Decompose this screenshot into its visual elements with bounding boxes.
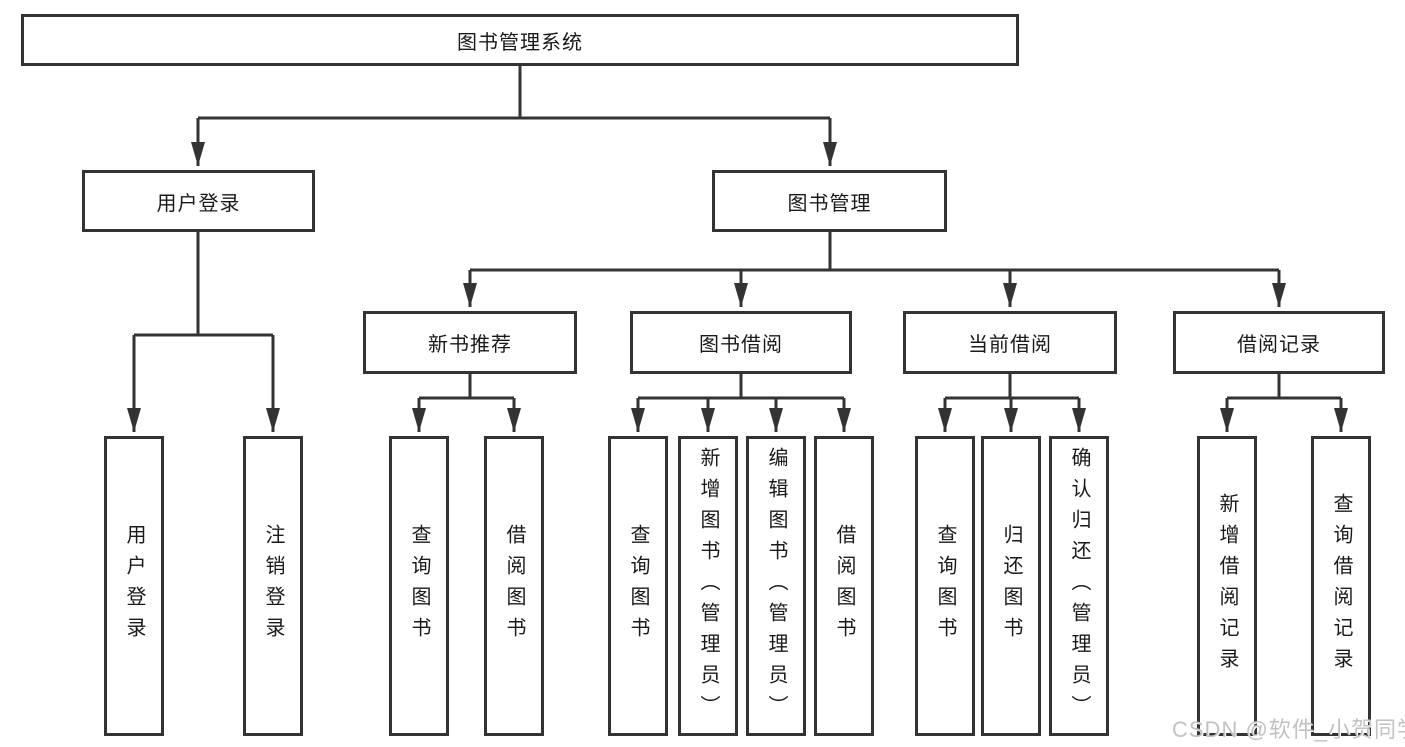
leaf-user-login: 用户登录 (104, 436, 164, 736)
node-label: 查询图书 (627, 524, 649, 648)
leaf-return-books: 归还图书 (981, 436, 1041, 736)
node-borrowing-records: 借阅记录 (1173, 311, 1385, 374)
node-library-management-system: 图书管理系统 (21, 14, 1019, 66)
node-label: 新增借阅记录 (1216, 493, 1238, 679)
node-label: 新书推荐 (428, 334, 512, 356)
connector-current-borrowing-to-leaves (938, 374, 1086, 432)
node-label: 图书借阅 (699, 334, 783, 356)
node-label: 图书管理 (787, 192, 872, 215)
node-book-management: 图书管理 (712, 170, 947, 232)
leaf-logout: 注销登录 (243, 436, 303, 736)
node-label: 当前借阅 (968, 334, 1052, 356)
leaf-query-borrow-record: 查询借阅记录 (1311, 436, 1371, 736)
node-label: 注销登录 (262, 524, 284, 648)
leaf-query-books-recommendation: 查询图书 (389, 436, 449, 736)
node-label: 确认归还（管理员） (1068, 446, 1090, 726)
leaf-query-books-current: 查询图书 (915, 436, 975, 736)
node-book-borrowing: 图书借阅 (630, 311, 852, 374)
leaf-add-borrow-record: 新增借阅记录 (1197, 436, 1257, 736)
watermark: CSDN @软件_小贺同学 (1172, 717, 1405, 742)
node-current-borrowing: 当前借阅 (903, 311, 1117, 374)
node-label: 查询借阅记录 (1330, 493, 1352, 679)
connector-book-borrowing-to-leaves (631, 374, 851, 432)
connector-borrowing-records-to-leaves (1220, 374, 1348, 432)
node-label: 查询图书 (934, 524, 956, 648)
node-label: 编辑图书（管理员） (765, 446, 787, 726)
leaf-query-books-borrowing: 查询图书 (608, 436, 668, 736)
node-label: 借阅记录 (1237, 334, 1321, 356)
leaf-add-books-admin: 新增图书（管理员） (678, 436, 738, 736)
node-label: 查询图书 (408, 524, 430, 648)
node-label: 新增图书（管理员） (697, 446, 719, 726)
connector-root-to-level2 (191, 66, 837, 166)
node-label: 归还图书 (1000, 524, 1022, 648)
node-label: 用户登录 (156, 192, 241, 215)
node-user-login: 用户登录 (82, 170, 315, 232)
connector-new-book-recommendation-to-leaves (412, 374, 521, 432)
node-label: 借阅图书 (833, 524, 855, 648)
leaf-borrow-books: 借阅图书 (814, 436, 874, 736)
leaf-edit-books-admin: 编辑图书（管理员） (746, 436, 806, 736)
connector-user-login-to-leaves (127, 232, 280, 432)
node-label: 用户登录 (123, 524, 145, 648)
node-label: 图书管理系统 (457, 31, 583, 54)
leaf-confirm-return-admin: 确认归还（管理员） (1049, 436, 1109, 736)
connector-book-management-to-level3 (463, 232, 1286, 307)
leaf-borrow-books-recommendation: 借阅图书 (484, 436, 544, 736)
node-new-book-recommendation: 新书推荐 (363, 311, 577, 374)
node-label: 借阅图书 (503, 524, 525, 648)
